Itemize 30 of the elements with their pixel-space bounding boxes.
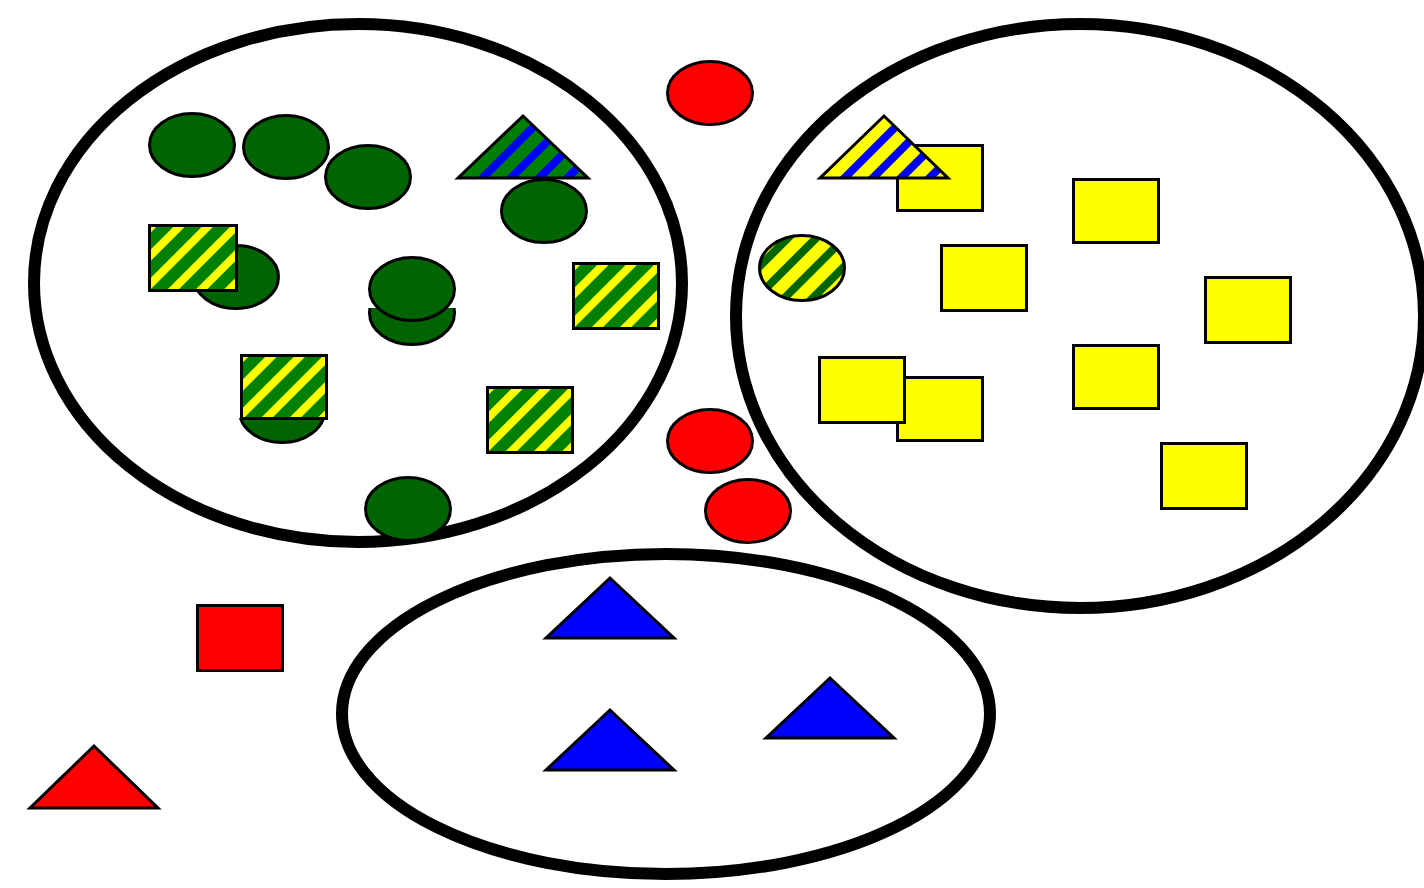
- triangle-shape: [544, 708, 676, 772]
- striped-triangle-shape: [456, 114, 590, 180]
- set-ellipse: [28, 18, 688, 548]
- striped-square-shape: [240, 354, 328, 420]
- square-shape: [1072, 344, 1160, 410]
- circle-shape: [364, 476, 452, 542]
- circle-shape: [324, 144, 412, 210]
- square-shape: [196, 604, 284, 672]
- square-shape: [818, 356, 906, 424]
- triangle-shape: [544, 576, 676, 640]
- square-shape: [940, 244, 1028, 312]
- square-shape: [896, 376, 984, 442]
- triangle-shape: [764, 676, 896, 740]
- circle-shape: [242, 114, 330, 180]
- set-ellipse: [336, 548, 996, 880]
- square-shape: [1072, 178, 1160, 244]
- striped-square-shape: [572, 262, 660, 330]
- striped-square-shape: [148, 224, 238, 292]
- circle-shape: [148, 112, 236, 178]
- circle-shape: [666, 60, 754, 126]
- circle-shape: [368, 256, 456, 322]
- striped-triangle-shape: [818, 114, 950, 180]
- square-shape: [1204, 276, 1292, 344]
- striped-circle-shape: [758, 234, 846, 302]
- striped-square-shape: [486, 386, 574, 454]
- square-shape: [1160, 442, 1248, 510]
- circle-shape: [666, 408, 754, 474]
- circle-shape: [704, 478, 792, 544]
- circle-shape: [500, 178, 588, 244]
- triangle-shape: [28, 744, 160, 810]
